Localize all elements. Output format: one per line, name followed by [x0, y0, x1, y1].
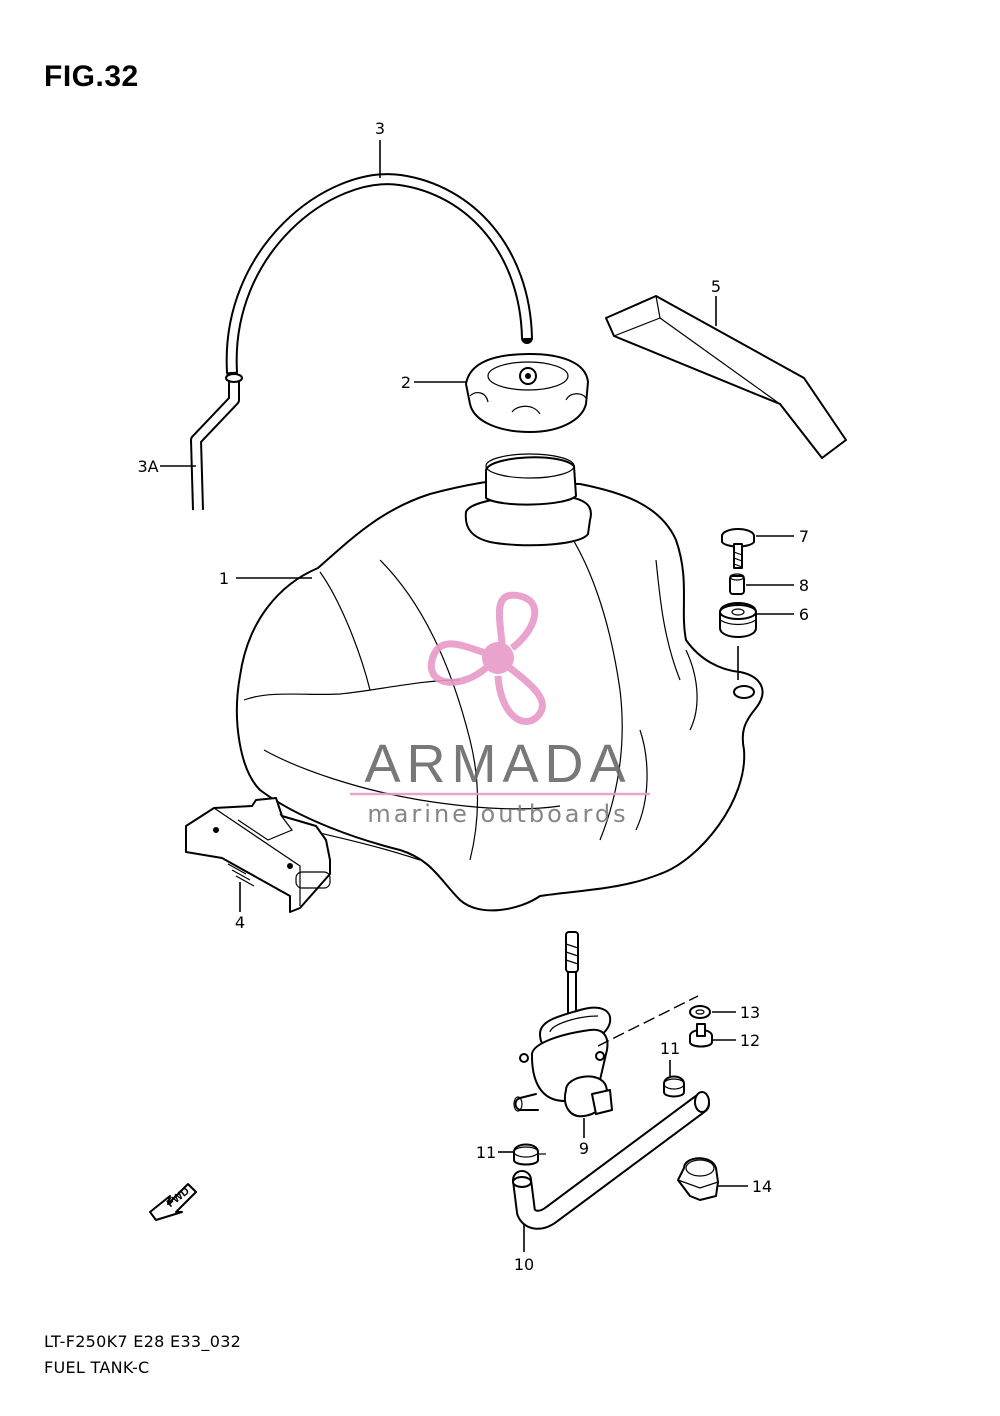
callout-3a: 3A	[137, 457, 158, 476]
fuel-hose	[512, 1091, 710, 1230]
callout-12: 12	[740, 1031, 760, 1050]
hose-clamp-upper	[663, 1075, 685, 1098]
figure-title: FIG.32	[44, 60, 139, 93]
spacer-collar	[729, 573, 745, 595]
fuel-cap	[465, 353, 589, 433]
tank-bracket	[185, 797, 331, 913]
callout-10: 10	[514, 1255, 534, 1274]
callout-11-lower: 11	[476, 1143, 496, 1162]
leader-lines	[160, 140, 794, 1252]
model-code: LT-F250K7 E28 E33_032	[44, 1332, 242, 1351]
tank-guard-strip	[605, 295, 847, 459]
callout-11-upper: 11	[660, 1039, 680, 1058]
screw	[689, 1023, 713, 1048]
callout-13: 13	[740, 1003, 760, 1022]
hose-clamp-lower	[513, 1143, 546, 1166]
rubber-grommet	[719, 602, 757, 638]
callout-2: 2	[401, 373, 411, 392]
callout-3: 3	[375, 119, 385, 138]
washer	[689, 1005, 711, 1019]
watermark-brand: ARMADA	[364, 734, 631, 794]
forward-direction-arrow: FWD	[149, 1183, 197, 1221]
fuel-cock	[513, 931, 699, 1118]
callout-7: 7	[799, 527, 809, 546]
callout-9: 9	[579, 1139, 589, 1158]
mount-bolt	[721, 528, 755, 569]
callout-labels: 3 2 5 3A 1 7 8 6 4 9 10 11 11 12 13 14	[137, 119, 809, 1274]
watermark-tagline: marine outboards	[367, 800, 628, 828]
hose-joint	[190, 373, 243, 511]
callout-14: 14	[752, 1177, 772, 1196]
callout-4: 4	[235, 913, 245, 932]
breather-hose	[225, 173, 533, 378]
section-name: FUEL TANK-C	[44, 1358, 150, 1377]
callout-6: 6	[799, 605, 809, 624]
callout-5: 5	[711, 277, 721, 296]
hose-clip	[677, 1157, 719, 1201]
callout-8: 8	[799, 576, 809, 595]
watermark: ARMADA marine outboards	[350, 591, 650, 828]
callout-1: 1	[219, 569, 229, 588]
propeller-logo-icon	[427, 591, 546, 725]
